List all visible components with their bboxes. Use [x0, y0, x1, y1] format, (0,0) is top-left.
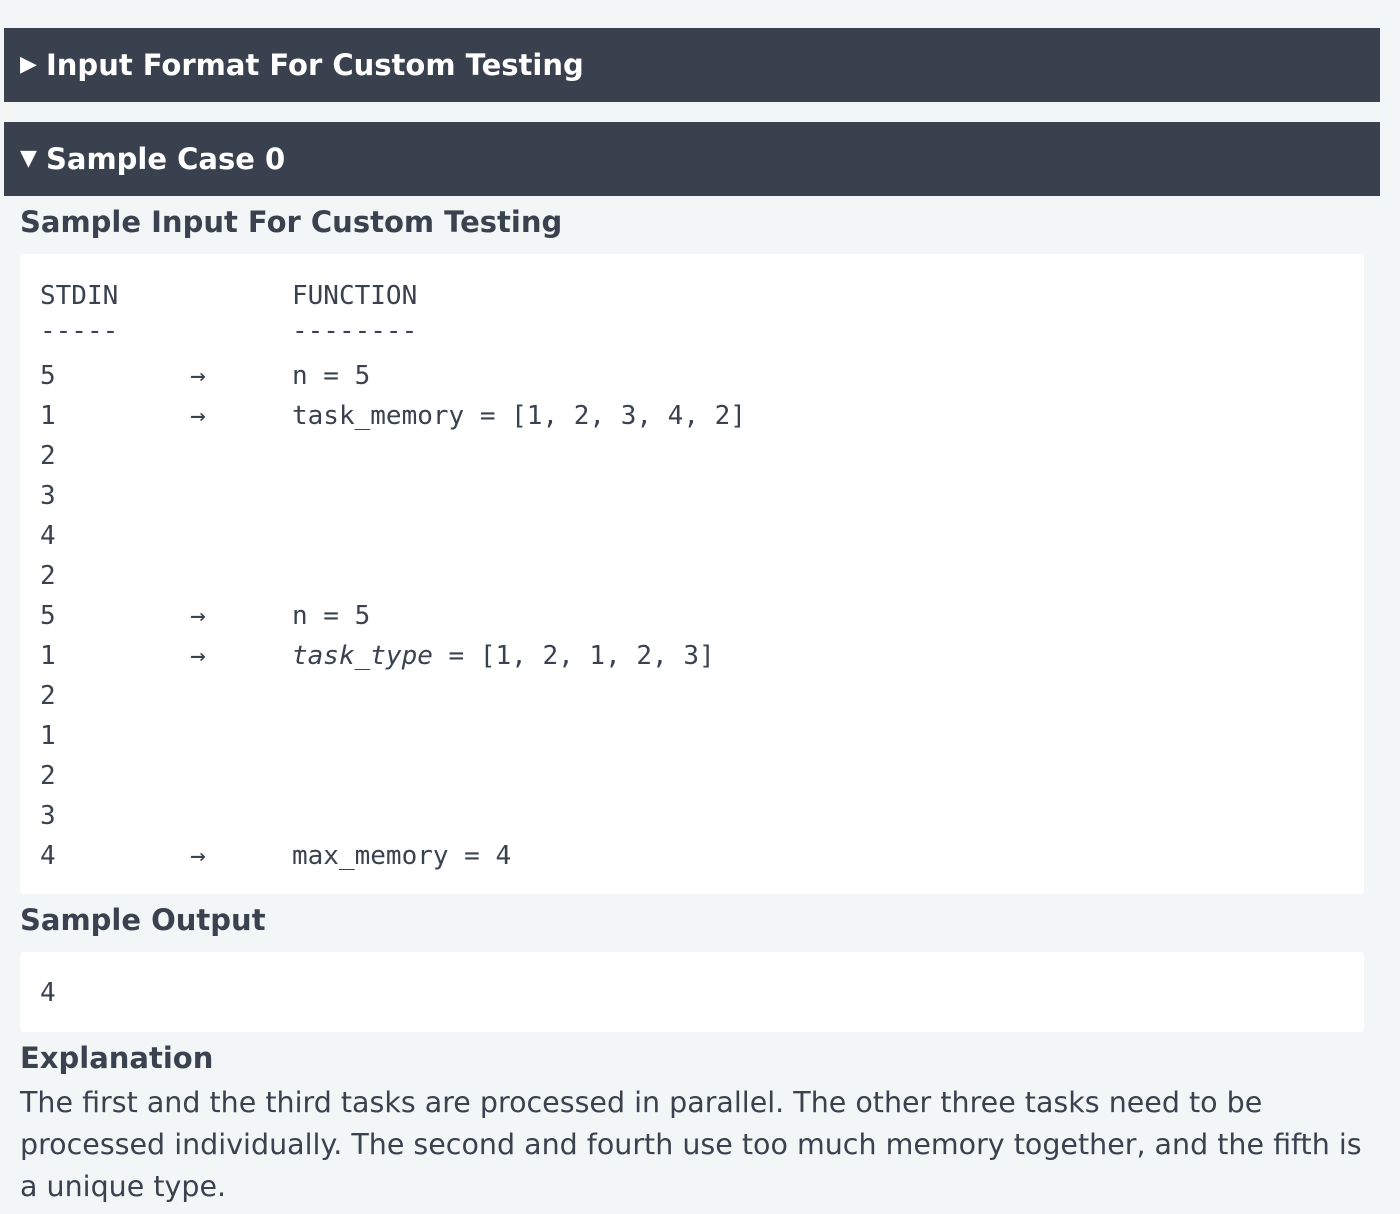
stdin-value: 2 [40, 441, 56, 471]
function-column-header: FUNCTION [292, 281, 418, 311]
stdin-value: 3 [40, 801, 56, 831]
arrow-icon: → [190, 601, 206, 631]
output-value: 4 [40, 978, 56, 1008]
sample-output-heading: Sample Output [20, 903, 266, 937]
stdin-value: 1 [40, 401, 56, 431]
function-mapping: n = 5 [292, 361, 371, 391]
function-name-italic: task_type [292, 641, 433, 671]
function-mapping: max_memory = 4 [292, 841, 512, 871]
stdin-value: 1 [40, 641, 56, 671]
explanation-heading: Explanation [20, 1041, 214, 1075]
caret-down-icon: ▼ [20, 146, 37, 171]
sample-case-accordion-header[interactable]: ▼ Sample Case 0 [4, 122, 1380, 196]
caret-right-icon: ▶ [20, 52, 37, 77]
arrow-icon: → [190, 841, 206, 871]
stdin-value: 5 [40, 601, 56, 631]
stdin-column-header: STDIN [40, 281, 119, 311]
arrow-icon: → [190, 641, 206, 671]
arrow-icon: → [190, 361, 206, 391]
function-mapping: task_memory = [1, 2, 3, 4, 2] [292, 401, 746, 431]
stdin-value: 5 [40, 361, 56, 391]
stdin-divider: ----- [40, 316, 119, 346]
stdin-value: 2 [40, 761, 56, 791]
stdin-value: 2 [40, 561, 56, 591]
sample-input-code-block: STDIN FUNCTION ----- -------- 5 → n = 5 … [20, 254, 1364, 894]
stdin-value: 2 [40, 681, 56, 711]
accordion-title: Input Format For Custom Testing [46, 48, 584, 82]
sample-input-heading: Sample Input For Custom Testing [20, 205, 563, 239]
input-format-accordion-header[interactable]: ▶ Input Format For Custom Testing [4, 28, 1380, 102]
stdin-value: 4 [40, 521, 56, 551]
stdin-value: 3 [40, 481, 56, 511]
function-divider: -------- [292, 316, 418, 346]
function-mapping: n = 5 [292, 601, 371, 631]
stdin-value: 1 [40, 721, 56, 751]
arrow-icon: → [190, 401, 206, 431]
explanation-text: The first and the third tasks are proces… [20, 1086, 1362, 1203]
sample-output-code-block: 4 [20, 952, 1364, 1032]
stdin-value: 4 [40, 841, 56, 871]
function-assignment: = [1, 2, 1, 2, 3] [432, 641, 715, 671]
function-mapping: task_type = [1, 2, 1, 2, 3] [292, 643, 715, 669]
accordion-title: Sample Case 0 [46, 142, 286, 176]
